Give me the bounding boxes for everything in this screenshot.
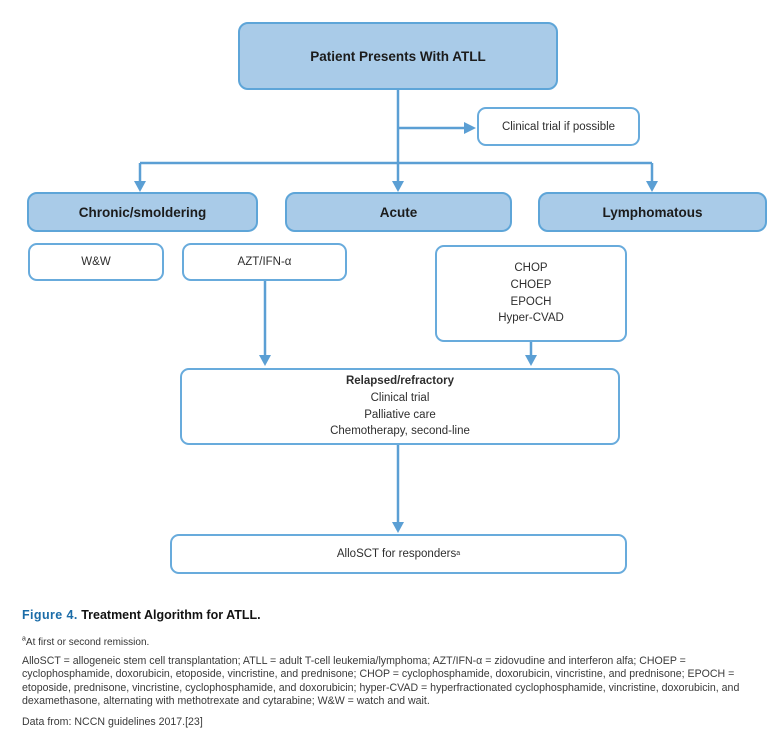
- arrowhead-right-icon: [464, 122, 476, 134]
- node-lymphomatous: Lymphomatous: [538, 192, 767, 232]
- arrowhead-down-icon: [392, 522, 404, 533]
- figure-title: Treatment Algorithm for ATLL.: [81, 608, 261, 622]
- figure-caption: Figure 4. Treatment Algorithm for ATLL.: [22, 608, 261, 622]
- footnote-marker: a: [22, 635, 26, 643]
- relapsed-option: Clinical trial: [370, 391, 430, 404]
- arrowhead-down-icon: [646, 181, 658, 192]
- allosct-label: AlloSCT for responders: [336, 548, 457, 560]
- chemo-line: Hyper-CVAD: [498, 312, 564, 325]
- footnote-text: At first or second remission.: [25, 637, 150, 648]
- abbreviations-text: AlloSCT = allogeneic stem cell transplan…: [22, 655, 740, 708]
- node-azt-ifn: AZT/IFN-α: [182, 243, 347, 281]
- chemo-line: CHOEP: [510, 278, 552, 291]
- arrowhead-down-icon: [259, 355, 271, 366]
- chemo-line: CHOP: [514, 262, 548, 275]
- footnote: aAt first or second remission.: [22, 635, 150, 648]
- node-watch-and-wait: W&W: [28, 243, 164, 281]
- node-patient-presents: Patient Presents With ATLL: [238, 22, 558, 90]
- figure-number: Figure 4.: [22, 608, 78, 622]
- node-clinical-trial-if-possible: Clinical trial if possible: [477, 107, 640, 146]
- chemo-line: EPOCH: [510, 295, 552, 308]
- arrowhead-down-icon: [392, 181, 404, 192]
- relapsed-option: Palliative care: [364, 408, 436, 421]
- node-acute: Acute: [285, 192, 512, 232]
- arrowhead-down-icon: [525, 355, 537, 366]
- node-chronic-smoldering: Chronic/smoldering: [27, 192, 258, 232]
- arrowhead-down-icon: [134, 181, 146, 192]
- source-attribution: Data from: NCCN guidelines 2017.[23]: [22, 716, 203, 728]
- node-relapsed-refractory: Relapsed/refractory Clinical trial Palli…: [180, 368, 620, 445]
- relapsed-option: Chemotherapy, second-line: [330, 425, 470, 438]
- node-chemo-regimens: CHOP CHOEP EPOCH Hyper-CVAD: [435, 245, 627, 342]
- relapsed-title: Relapsed/refractory: [345, 375, 455, 388]
